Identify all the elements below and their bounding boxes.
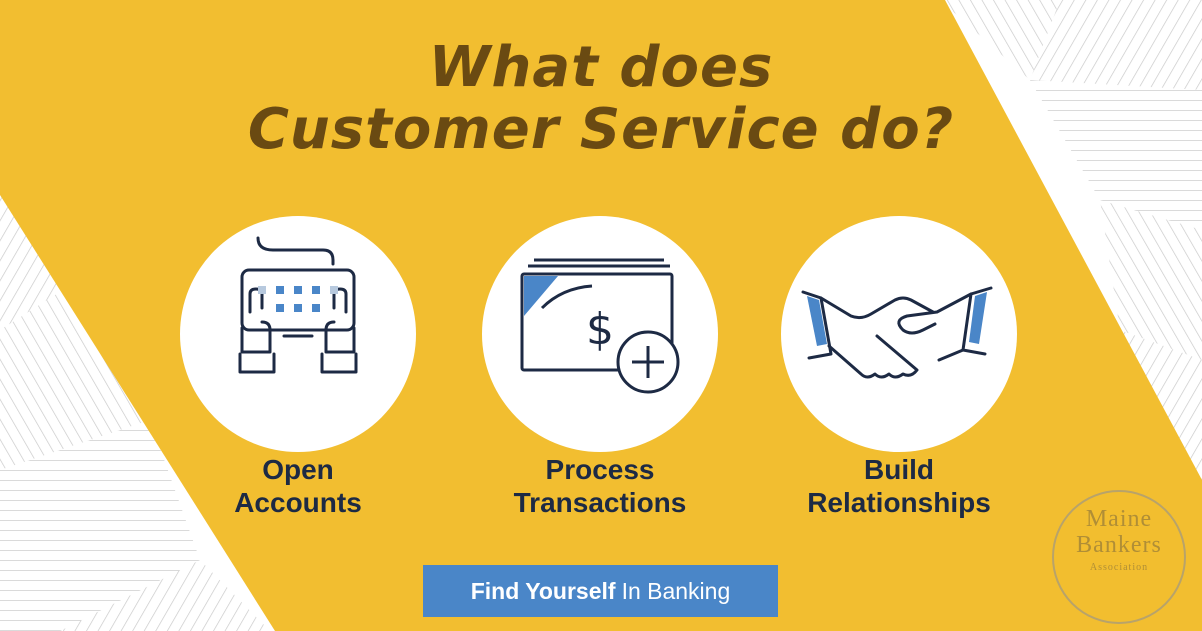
logo-line-2: Bankers [1076,532,1162,558]
svg-text:$: $ [586,304,614,355]
headline-line-1: What does [428,35,774,100]
logo-line-1: Maine [1085,506,1153,532]
keyboard-hands-icon [238,236,358,374]
money-plus-icon: $ [520,258,680,394]
open-accounts-circle [180,216,416,452]
open-accounts-label: Open Accounts [148,453,448,519]
maine-bankers-association-logo: Maine Bankers Association [1052,490,1186,624]
process-transactions-label: Process Transactions [450,453,750,519]
build-relationships-label: Build Relationships [749,453,1049,519]
handshake-icon [801,286,993,379]
open-accounts-line-1: Open [262,454,334,485]
headline-line-2: Customer Service do? [247,97,955,162]
logo-line-3: Association [1089,562,1149,573]
find-yourself-in-banking-button[interactable]: Find Yourself In Banking [423,565,778,617]
process-transactions-line-1: Process [545,454,655,485]
cta-bold-text: Find Yourself [470,577,616,604]
build-relationships-circle [781,216,1017,452]
build-relationships-line-1: Build [864,454,934,485]
cta-rest-text: In Banking [621,577,731,604]
process-transactions-line-2: Transactions [513,487,687,518]
open-accounts-line-2: Accounts [234,487,362,518]
process-transactions-circle: $ [482,216,718,452]
build-relationships-line-2: Relationships [807,487,991,518]
